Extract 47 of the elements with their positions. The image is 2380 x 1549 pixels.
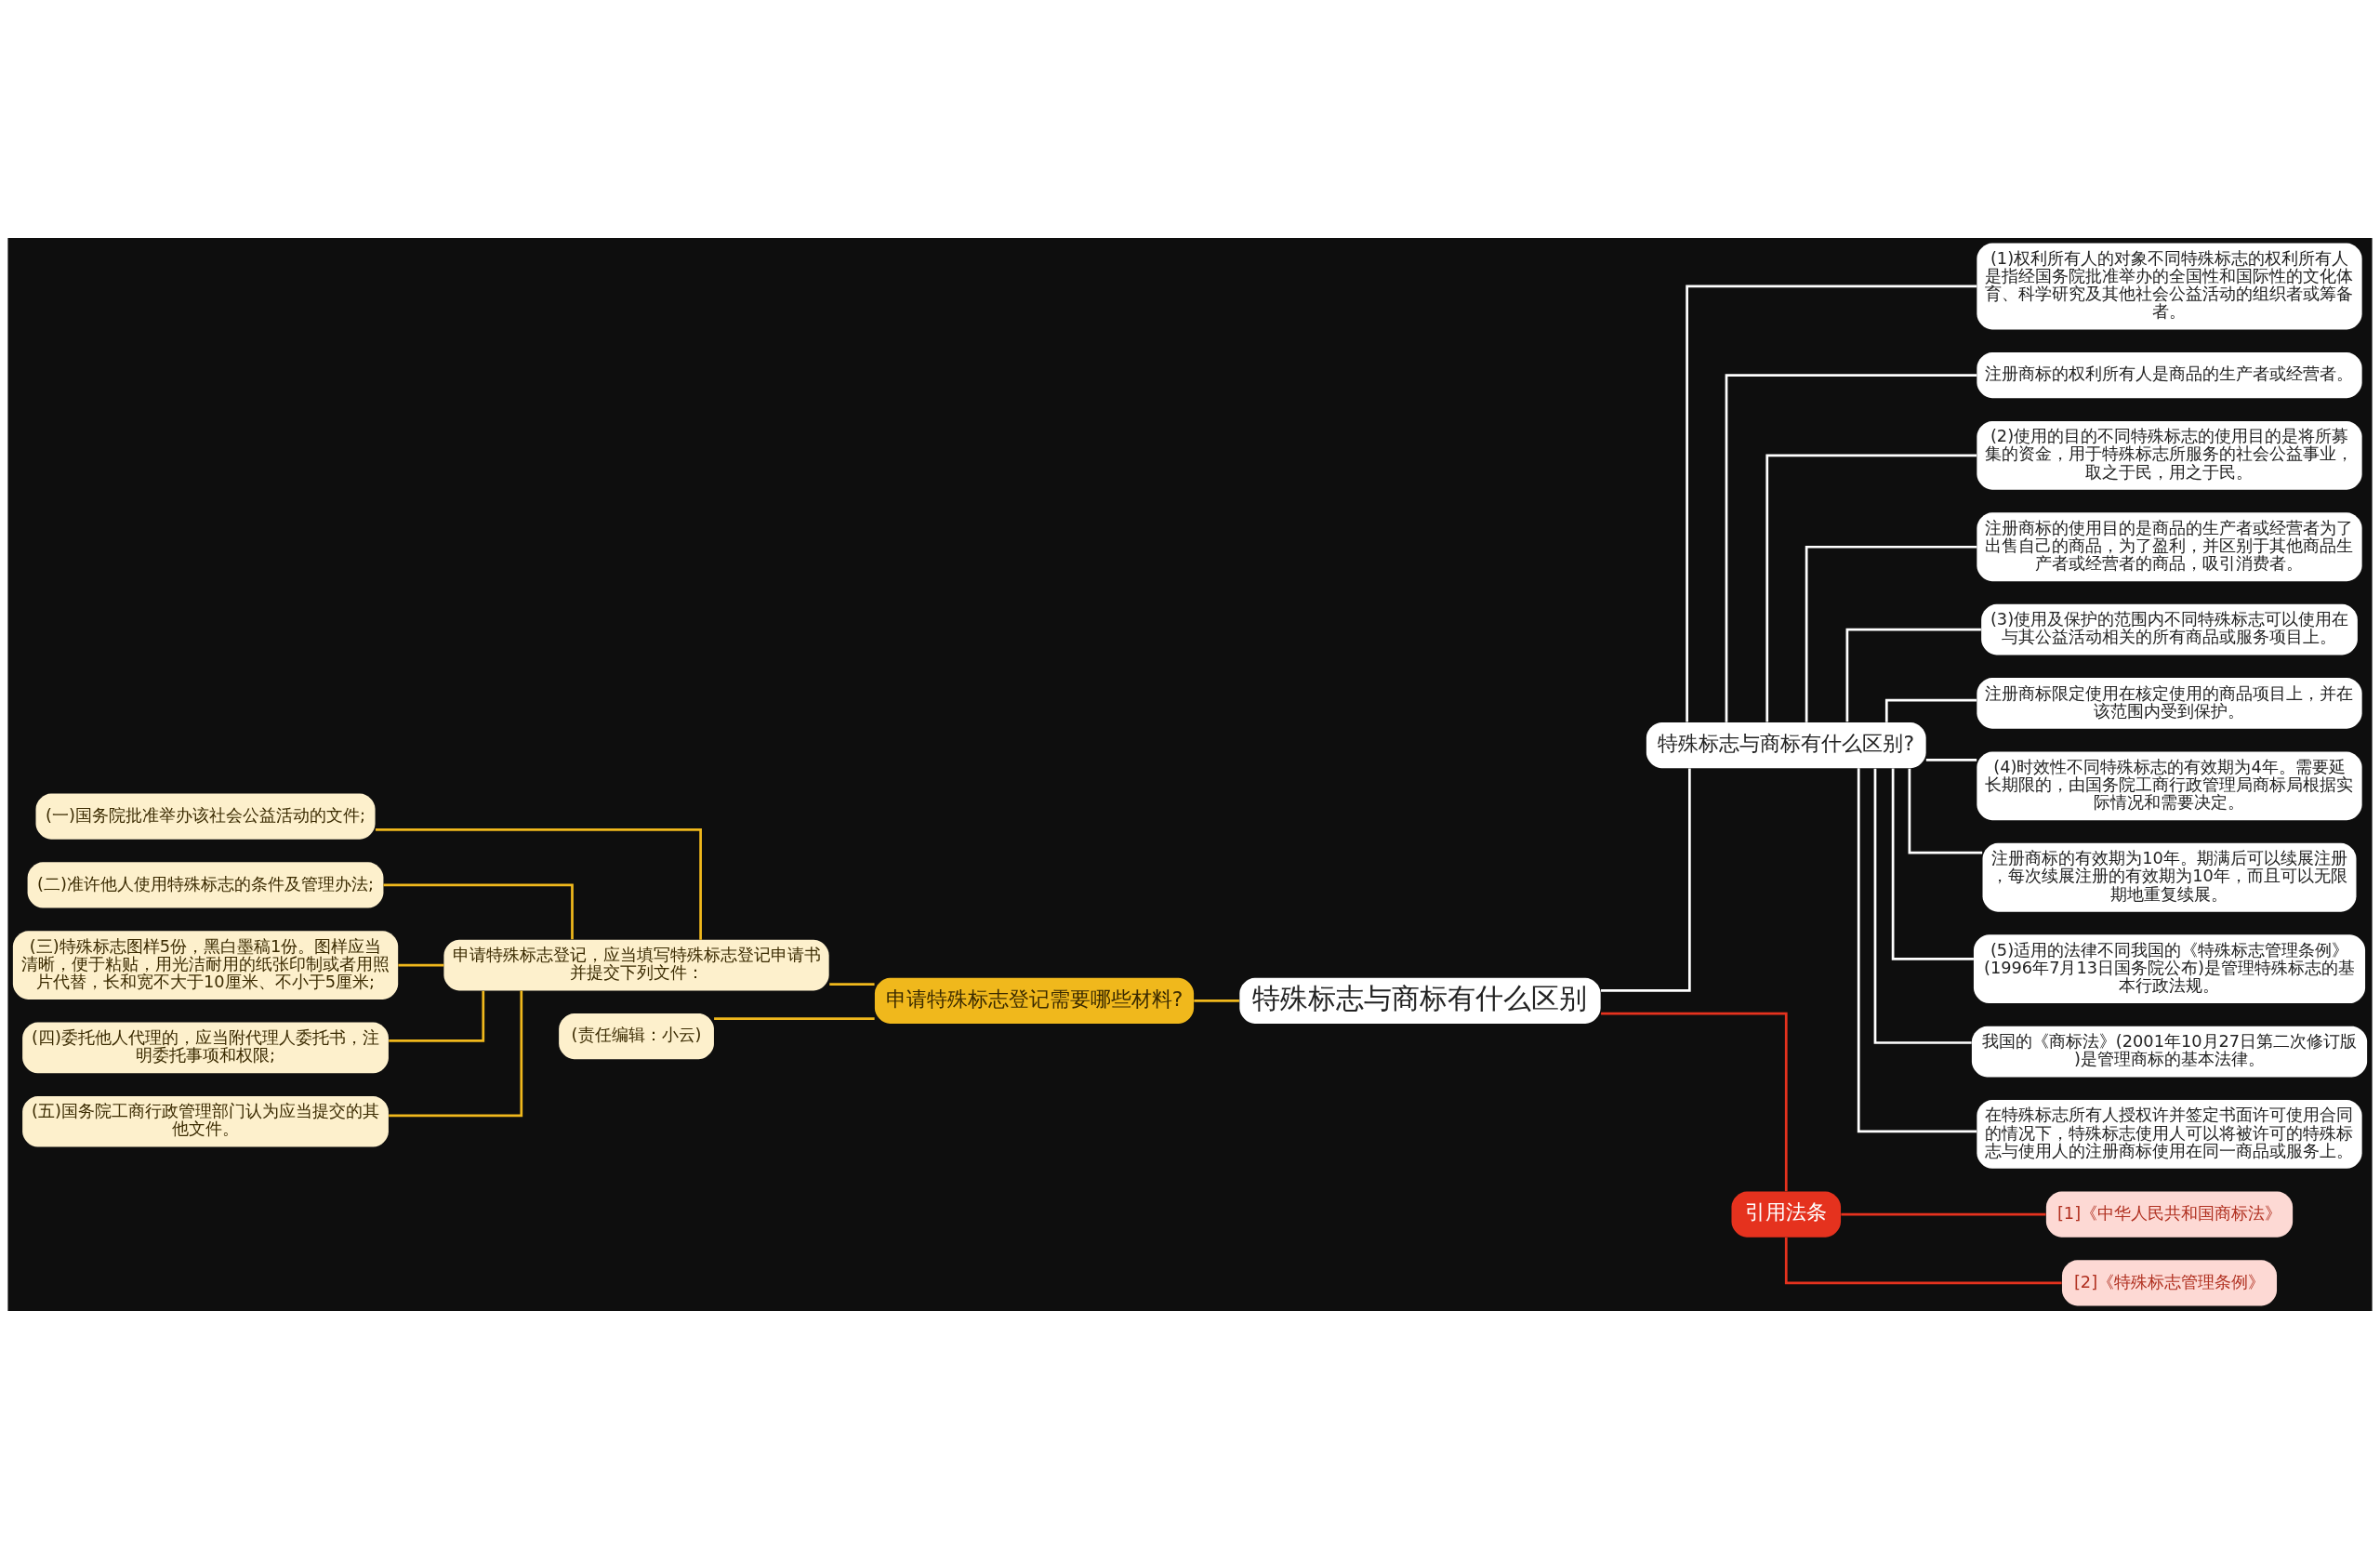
node-box: (五)国务院工商行政管理部门认为应当提交的其他文件。 [22, 1095, 389, 1147]
connector [1925, 758, 1977, 761]
connector [1857, 768, 1977, 1133]
node-box: (3)使用及保护的范围内不同特殊标志可以使用在与其公益活动相关的所有商品或服务项目上。 [1981, 603, 2358, 655]
connector [375, 828, 702, 940]
connector [389, 990, 485, 1042]
connector [1884, 698, 1977, 722]
node-box: (四)委托他人代理的，应当附代理人委托书，注明委托事项和权限; [22, 1022, 389, 1074]
node-box: (三)特殊标志图样5份，黑白墨稿1份。图样应当清晰，便于粘贴，用光洁耐用的纸张印制或者用照片代替，长和宽不大于10厘米、不小于5厘米; [12, 931, 399, 1000]
node-box: 申请特殊标志登记，应当填写特殊标志登记申请书并提交下列文件： [443, 939, 829, 991]
node-box: (4)时效性不同特殊标志的有效期为4年。需要延长期限的，由国务院工商行政管理局商标局根据实际情况和需要决定。 [1977, 751, 2362, 821]
node-box: (2)使用的目的不同特殊标志的使用目的是将所募集的资金，用于特殊标志所服务的社会公益事业，取之于民，用之于民。 [1977, 420, 2362, 490]
node-box: (一)国务院批准举办该社会公益活动的文件; [35, 793, 376, 840]
connector [1841, 1212, 2046, 1216]
node-box: 在特殊标志所有人授权许并签定书面许可使用合同的情况下，特殊标志使用人可以将被许可的特殊标志与使用人的注册商标使用在同一商品或服务上。 [1977, 1100, 2362, 1169]
connector [398, 963, 444, 967]
connector [714, 1017, 875, 1020]
node-box: 我国的《商标法》(2001年10月27日第二次修订版)是管理商标的基本法律。 [1971, 1026, 2368, 1078]
connector [1765, 454, 1977, 722]
node-box: 特殊标志与商标有什么区别 [1239, 977, 1601, 1024]
node-box: 申请特殊标志登记需要哪些材料? [874, 977, 1195, 1024]
node-box: [1]《中华人民共和国商标法》 [2045, 1191, 2294, 1238]
node-box: 注册商标的权利所有人是商品的生产者或经营者。 [1977, 352, 2362, 399]
connector [1194, 1000, 1239, 1002]
connector [1601, 768, 1691, 992]
connector [829, 983, 875, 986]
node-box: (1)权利所有人的对象不同特殊标志的权利所有人是指经国务院批准举办的全国性和国际性的文化体育、科学研究及其他社会公益活动的组织者或筹备者。 [1977, 243, 2362, 330]
connector [1908, 768, 1983, 854]
connector [1686, 285, 1977, 722]
node-box: 注册商标限定使用在核定使用的商品项目上，并在该范围内受到保护。 [1977, 678, 2362, 729]
node-box: 特殊标志与商标有什么区别? [1646, 722, 1926, 769]
node-box: (二)准许他人使用特殊标志的条件及管理办法; [27, 862, 384, 908]
node-box: (5)适用的法律不同我国的《特殊标志管理条例》(1996年7月13日国务院公布)是管理特殊标志的基本行政法规。 [1973, 934, 2366, 1004]
node-box: [2]《特殊标志管理条例》 [2061, 1260, 2278, 1306]
connector [1845, 628, 1981, 722]
connector [1601, 1012, 1788, 1192]
node-box: 注册商标的使用目的是商品的生产者或经营者为了出售自己的商品，为了盈利，并区别于其他商品生产者或经营者的商品，吸引消费者。 [1977, 512, 2362, 582]
connector [1805, 545, 1977, 722]
connector [389, 990, 523, 1118]
node-box: 引用法条 [1731, 1191, 1842, 1238]
connector [1873, 768, 1972, 1044]
connector [1784, 1238, 2062, 1285]
connector [1891, 768, 1974, 960]
node-box: 注册商标的有效期为10年。期满后可以续展注册，每次续展注册的有效期为10年，而且可以无限期地重复续展。 [1982, 842, 2357, 912]
connector [1725, 374, 1977, 722]
node-box: (责任编辑：小云) [559, 1013, 714, 1060]
connector [383, 883, 574, 940]
